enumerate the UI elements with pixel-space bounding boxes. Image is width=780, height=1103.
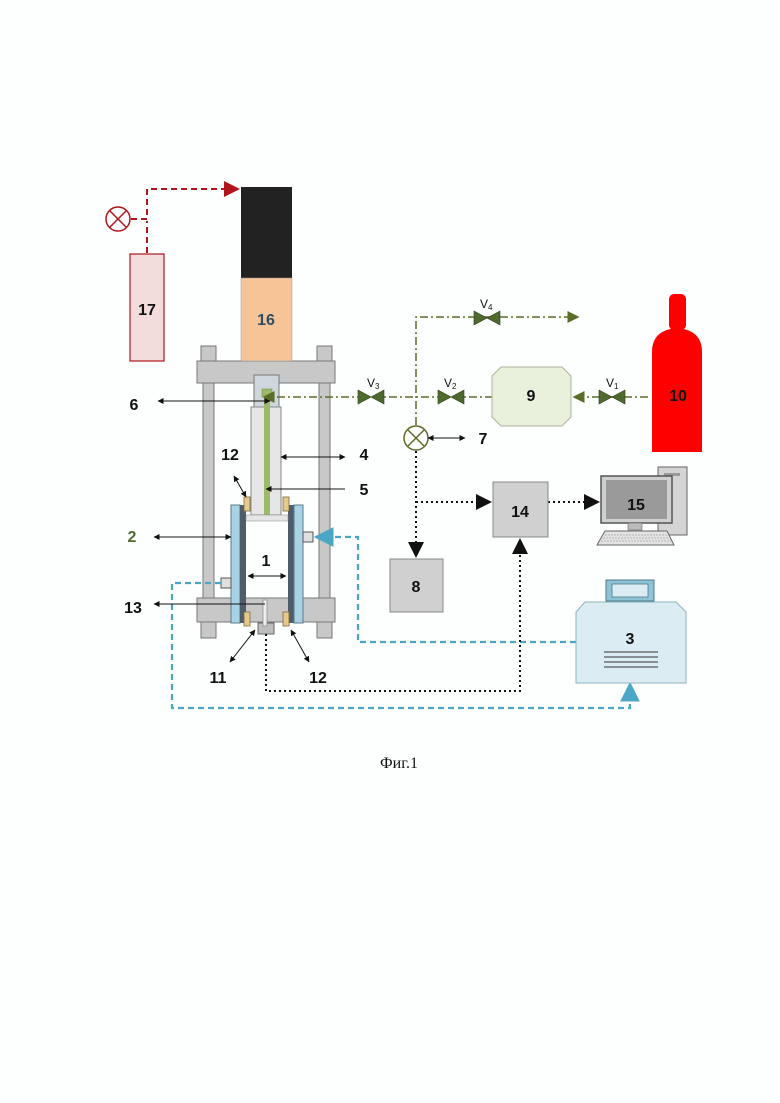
valve-label-v3: V3 (367, 376, 380, 391)
label-9: 9 (527, 388, 536, 405)
figure-caption: Фиг.1 (380, 755, 418, 772)
hydraulic-line (131, 189, 238, 253)
valve-label-v4: V4 (480, 297, 493, 312)
label-5: 5 (360, 482, 369, 499)
valve-v3-letter: V (367, 376, 375, 390)
label-10: 10 (669, 388, 687, 405)
label-4: 4 (360, 447, 369, 464)
label-2: 2 (128, 529, 137, 546)
valve-v1-letter: V (606, 376, 614, 390)
piston-assembly (251, 375, 281, 515)
label-12-top: 12 (221, 447, 239, 464)
label-1: 1 (262, 553, 271, 570)
label-7: 7 (479, 431, 488, 448)
gas-cylinder-icon (652, 294, 702, 452)
label-13: 13 (124, 600, 142, 617)
label-6: 6 (130, 397, 139, 414)
valve-v2-letter: V (444, 376, 452, 390)
label-15: 15 (627, 497, 645, 514)
label-16: 16 (257, 312, 275, 329)
label-3: 3 (626, 631, 635, 648)
pressure-gauge-17 (106, 207, 130, 231)
valve-v1-sub: 1 (614, 382, 619, 391)
valve-v2-sub: 2 (452, 382, 457, 391)
label-8: 8 (412, 579, 421, 596)
valve-v3-sub: 3 (375, 382, 380, 391)
label-14: 14 (511, 504, 529, 521)
valve-v4-sub: 4 (488, 303, 493, 312)
valve-v4-letter: V (480, 297, 488, 311)
gauge-icon (404, 426, 428, 450)
label-17: 17 (138, 302, 156, 319)
label-11: 11 (210, 670, 227, 687)
valve-label-v1: V1 (606, 376, 619, 391)
valve-label-v2: V2 (444, 376, 457, 391)
label-12-bottom: 12 (309, 670, 327, 687)
hydraulic-ram (241, 187, 292, 361)
